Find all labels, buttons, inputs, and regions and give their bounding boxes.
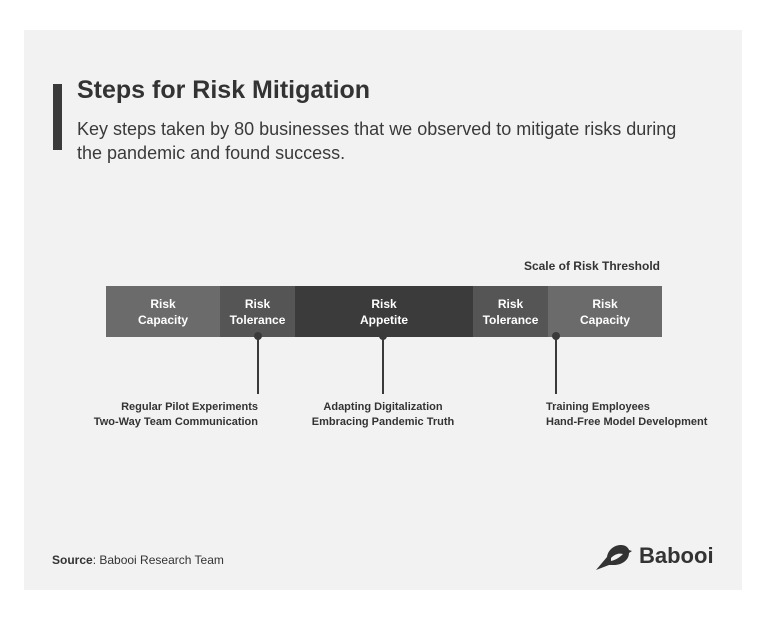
segment-line1: Risk [497, 296, 524, 311]
source-note: Source: Babooi Research Team [52, 553, 224, 567]
callout-line1: Regular Pilot Experiments [121, 401, 258, 413]
source-text: : Babooi Research Team [92, 553, 224, 567]
segment-line2: Tolerance [482, 312, 539, 327]
segment-line2: Capacity [137, 312, 189, 327]
connector-line-left [257, 336, 259, 394]
segment-line1: Risk [244, 296, 271, 311]
brand-name: Babooi [639, 543, 714, 568]
callout-center: Adapting Digitalization Embracing Pandem… [283, 400, 483, 430]
page-title: Steps for Risk Mitigation [77, 76, 371, 104]
callout-right: Training Employees Hand-Free Model Devel… [546, 400, 736, 430]
segment-line1: Risk [592, 296, 618, 311]
bird-icon [596, 545, 632, 570]
callout-line2: Two-Way Team Communication [93, 416, 258, 428]
callout-line2: Hand-Free Model Development [546, 416, 708, 428]
callout-line1: Adapting Digitalization [323, 401, 443, 413]
source-label: Source [52, 553, 93, 567]
segment-line2: Tolerance [229, 312, 286, 327]
callout-line1: Training Employees [546, 401, 650, 413]
segment-line2: Capacity [579, 312, 631, 327]
connector-line-right [555, 336, 557, 394]
page-subtitle: Key steps taken by 80 businesses that we… [77, 119, 677, 163]
segment-line1: Risk [150, 296, 176, 311]
callout-line2: Embracing Pandemic Truth [311, 416, 455, 428]
segment-line2: Appetite [360, 312, 408, 327]
callout-left: Regular Pilot Experiments Two-Way Team C… [60, 400, 258, 430]
scale-label: Scale of Risk Threshold [523, 259, 660, 273]
brand-logo: Babooi [595, 538, 714, 574]
title-accent-bar [53, 84, 62, 150]
connector-line-center [382, 336, 384, 394]
segment-line1: Risk [371, 296, 397, 311]
